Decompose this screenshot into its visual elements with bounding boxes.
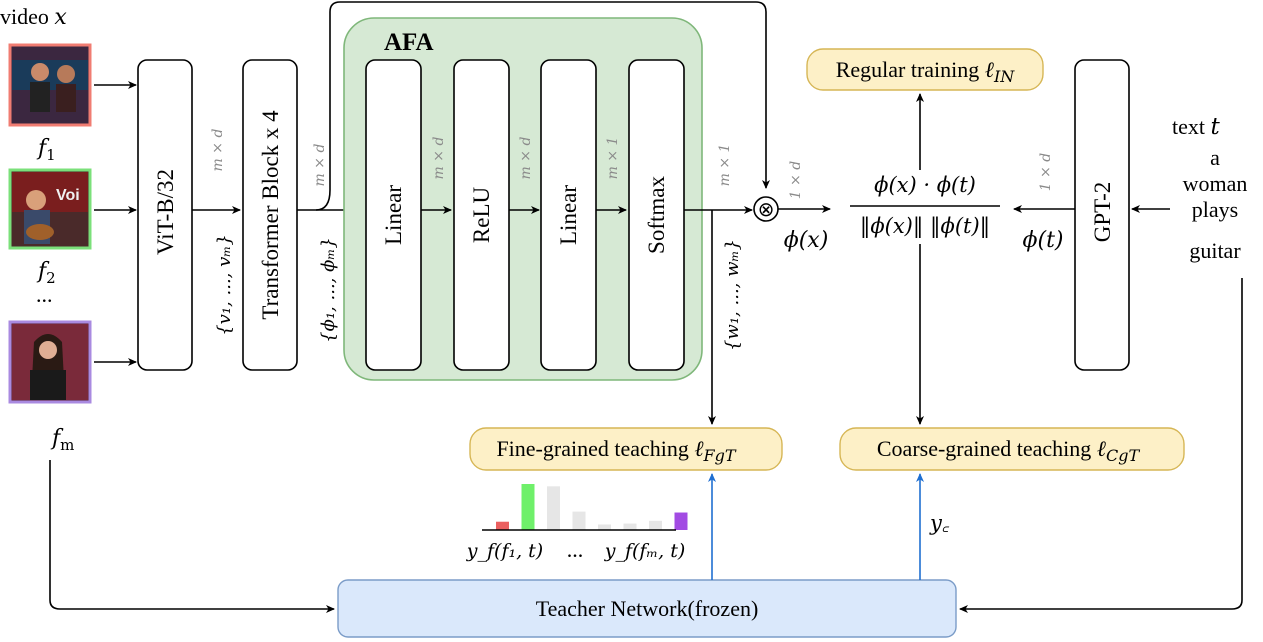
afa-linear-2-label: Linear <box>556 185 581 245</box>
frame-1-thumbnail <box>8 43 92 127</box>
frame-1-label: f1 <box>36 136 56 164</box>
set-v: {v₁, ..., vₘ} <box>214 234 235 336</box>
loss-coarse-box <box>839 427 1185 471</box>
loss-coarse-label: Coarse-grained teaching ℓCgT <box>877 436 1141 465</box>
text-title: text t <box>1172 114 1221 140</box>
frames-ellipsis: ... <box>36 282 53 307</box>
otimes-symbol: ⊗ <box>758 197 775 221</box>
bar-f6 <box>623 523 637 530</box>
arrow-text-teacher <box>959 278 1243 613</box>
afa-softmax <box>628 59 685 371</box>
bar-label-right: y_f(fₘ, t) <box>604 540 686 562</box>
afa-module <box>343 17 703 381</box>
dim-tr-out: m × d <box>312 144 328 187</box>
dim-lin1-out: m × d <box>431 137 447 180</box>
skip-connection <box>315 1 770 211</box>
set-w: {w₁, ..., wₘ} <box>722 239 743 351</box>
bar-f5 <box>598 524 611 530</box>
arrow-frames-teacher <box>49 460 335 613</box>
vit-block <box>137 59 193 371</box>
frame-m-label: fm <box>50 426 74 454</box>
dim-phi-t: 1 × d <box>1038 153 1054 192</box>
bar-f7 <box>649 520 662 530</box>
dim-lin2-out: m × 1 <box>605 137 621 180</box>
bar-f2 <box>521 484 535 530</box>
text-word-4: guitar <box>1189 238 1241 263</box>
text-word-1: a <box>1210 145 1220 170</box>
similarity-numerator: ϕ(x) · ϕ(t) <box>874 173 976 197</box>
svg-text:Voi: Voi <box>56 187 80 204</box>
text-word-3: plays <box>1192 197 1238 222</box>
afa-relu-label: ReLU <box>469 187 494 244</box>
similarity-denominator: ‖ϕ(x)‖ ‖ϕ(t)‖ <box>860 214 990 239</box>
afa-relu <box>453 59 510 371</box>
frame-2-thumbnail: Voi <box>8 168 92 250</box>
vit-label: ViT-B/32 <box>153 169 178 255</box>
dim-phi-x: 1 × d <box>788 161 804 200</box>
loss-fine-box <box>469 427 783 471</box>
dim-relu-out: m × d <box>518 137 534 180</box>
afa-softmax-label: Softmax <box>644 176 669 254</box>
text-word-2: woman <box>1183 171 1248 196</box>
transformer-block <box>242 59 298 371</box>
loss-regular-label: Regular training ℓIN <box>836 57 1016 86</box>
loss-fine-label: Fine-grained teaching ℓFgT <box>496 436 736 465</box>
afa-linear-2 <box>540 59 597 371</box>
set-phi: {ϕ₁, ..., ϕₘ} <box>318 237 339 343</box>
bar-fm <box>674 512 688 530</box>
bar-label-mid: ... <box>567 537 584 562</box>
frame-score-bar-chart <box>496 484 688 530</box>
loss-regular-box <box>806 48 1044 91</box>
video-title: video x <box>0 4 67 30</box>
dim-vit-out: m × d <box>210 129 226 172</box>
bar-label-left: y_f(f₁, t) <box>466 540 543 562</box>
teacher-network-box <box>337 579 957 638</box>
afa-linear-1-label: Linear <box>381 185 406 245</box>
teacher-network-label: Teacher Network(frozen) <box>536 596 759 621</box>
phi-t-label: ϕ(t) <box>1022 228 1063 253</box>
phi-x-label: ϕ(x) <box>784 228 829 253</box>
afa-title: AFA <box>384 29 434 56</box>
transformer-label: Transformer Block x 4 <box>258 110 283 320</box>
frame-m-thumbnail <box>8 320 92 404</box>
gpt2-label: GPT-2 <box>1090 182 1115 243</box>
dim-soft-out: m × 1 <box>717 144 733 187</box>
yc-label: y꜀ <box>929 511 950 535</box>
bar-f4 <box>572 511 586 530</box>
bar-f1 <box>496 521 509 530</box>
bar-f3 <box>547 486 560 530</box>
gpt2-block <box>1074 59 1130 371</box>
afa-linear-1 <box>365 59 422 371</box>
